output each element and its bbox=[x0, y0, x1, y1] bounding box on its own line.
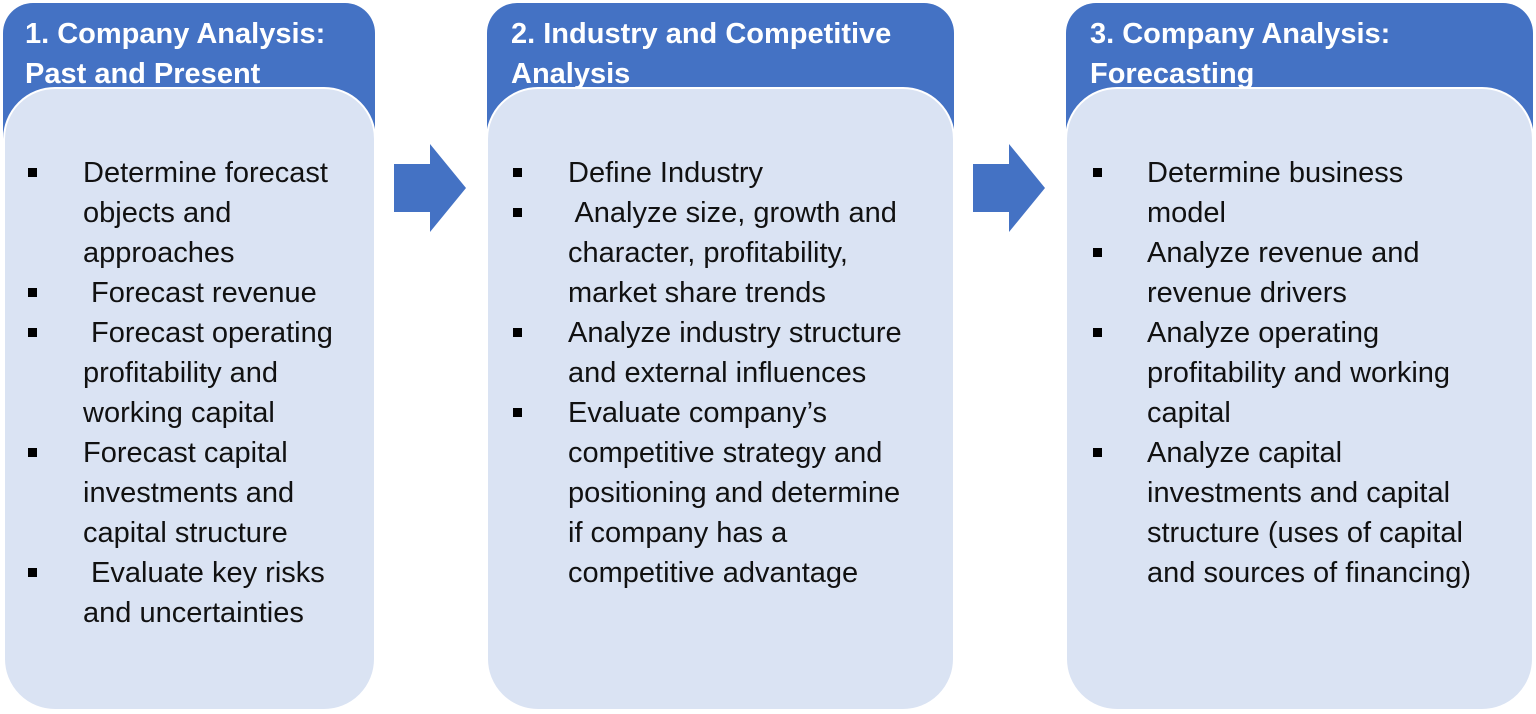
bullet-text-line: positioning and determine bbox=[568, 477, 901, 509]
bullet-square-icon bbox=[28, 568, 37, 577]
bullet-text-line: profitability and bbox=[83, 357, 279, 389]
step-3-bullet-list: Determine business model Analyze revenue… bbox=[1093, 153, 1523, 593]
bullet-text-line: profitability and working bbox=[1147, 357, 1451, 389]
bullet-text-line: investments and bbox=[83, 477, 295, 509]
step-2-bullet-item: Analyze industry structure and external … bbox=[513, 313, 943, 393]
step-1-bullet-item: Forecast operating profitability and wor… bbox=[28, 313, 358, 433]
bullet-square-icon bbox=[1093, 248, 1102, 257]
bullet-text-line: Forecast capital bbox=[83, 437, 288, 469]
bullet-text-line: if company has a bbox=[568, 517, 788, 549]
bullet-text-line: Forecast operating bbox=[83, 317, 333, 349]
bullet-square-icon bbox=[28, 328, 37, 337]
step-1-title-line-2: Past and Present bbox=[25, 58, 261, 90]
step-3-title-line-1: 3. Company Analysis: bbox=[1090, 18, 1391, 50]
bullet-text-line: competitive advantage bbox=[568, 557, 859, 589]
bullet-text-line: Forecast revenue bbox=[83, 277, 317, 309]
arrow-shape bbox=[394, 144, 466, 232]
step-3-bullet-item: Analyze capital investments and capital … bbox=[1093, 433, 1523, 593]
bullet-text-line: Evaluate company’s bbox=[568, 397, 828, 429]
bullet-text-line: Analyze size, growth and bbox=[568, 197, 897, 229]
bullet-text-line: and sources of financing) bbox=[1147, 557, 1472, 589]
bullet-text-line: investments and capital bbox=[1147, 477, 1451, 509]
step-3-title-line-2: Forecasting bbox=[1090, 58, 1255, 90]
step-3-bullet-item: Analyze operating profitability and work… bbox=[1093, 313, 1523, 433]
bullet-square-icon bbox=[513, 328, 522, 337]
step-2-bullet-item: Analyze size, growth and character, prof… bbox=[513, 193, 943, 313]
bullet-text-line: revenue drivers bbox=[1147, 277, 1347, 309]
bullet-text-line: Analyze capital bbox=[1147, 437, 1343, 469]
bullet-text-line: character, profitability, bbox=[568, 237, 848, 269]
step-1-card bbox=[3, 87, 376, 711]
bullet-text-line: Analyze operating bbox=[1147, 317, 1380, 349]
right-arrow-icon bbox=[973, 144, 1045, 232]
bullet-square-icon bbox=[513, 168, 522, 177]
bullet-text-line: and external influences bbox=[568, 357, 867, 389]
bullet-text-line: market share trends bbox=[568, 277, 826, 309]
step-1-title-line-1: 1. Company Analysis: bbox=[25, 18, 326, 50]
bullet-text-line: capital structure bbox=[83, 517, 288, 549]
bullet-square-icon bbox=[28, 448, 37, 457]
bullet-text-line: Determine forecast bbox=[83, 157, 328, 189]
step-3-card bbox=[1065, 87, 1534, 711]
step-1-bullet-item: Evaluate key risks and uncertainties bbox=[28, 553, 358, 633]
right-arrow-icon bbox=[394, 144, 466, 232]
bullet-text-line: working capital bbox=[83, 397, 275, 429]
step-2-card bbox=[486, 87, 955, 711]
step-3-bullet-item: Determine business model bbox=[1093, 153, 1523, 233]
step-2-bullet-item: Evaluate company’s competitive strategy … bbox=[513, 393, 943, 593]
step-3-bullet-item: Analyze revenue and revenue drivers bbox=[1093, 233, 1523, 313]
bullet-text-line: Analyze industry structure bbox=[568, 317, 902, 349]
step-2-title-line-1: 2. Industry and Competitive bbox=[511, 18, 892, 50]
bullet-square-icon bbox=[1093, 448, 1102, 457]
bullet-text-line: Analyze revenue and bbox=[1147, 237, 1420, 269]
step-2-bullet-list: Define Industry Analyze size, growth and… bbox=[513, 153, 943, 593]
bullet-square-icon bbox=[1093, 168, 1102, 177]
arrow-shape bbox=[973, 144, 1045, 232]
bullet-text-line: approaches bbox=[83, 237, 235, 269]
step-1-bullet-item: Forecast capital investments and capital… bbox=[28, 433, 358, 553]
bullet-text-line: model bbox=[1147, 197, 1226, 229]
bullet-text-line: Evaluate key risks bbox=[83, 557, 325, 589]
step-1-bullet-item: Forecast revenue bbox=[28, 273, 358, 313]
step-1-bullet-item: Determine forecast objects and approache… bbox=[28, 153, 358, 273]
step-1-bullet-list: Determine forecast objects and approache… bbox=[28, 153, 358, 633]
bullet-text-line: capital bbox=[1147, 397, 1231, 429]
bullet-text-line: and uncertainties bbox=[83, 597, 304, 629]
bullet-square-icon bbox=[513, 408, 522, 417]
bullet-text-line: structure (uses of capital bbox=[1147, 517, 1463, 549]
bullet-square-icon bbox=[1093, 328, 1102, 337]
bullet-text-line: Define Industry bbox=[568, 157, 764, 189]
bullet-square-icon bbox=[513, 208, 522, 217]
bullet-text-line: competitive strategy and bbox=[568, 437, 883, 469]
bullet-text-line: objects and bbox=[83, 197, 232, 229]
step-2-bullet-item: Define Industry bbox=[513, 153, 943, 193]
bullet-text-line: Determine business bbox=[1147, 157, 1404, 189]
step-2-title-line-2: Analysis bbox=[511, 58, 631, 90]
bullet-square-icon bbox=[28, 168, 37, 177]
bullet-square-icon bbox=[28, 288, 37, 297]
